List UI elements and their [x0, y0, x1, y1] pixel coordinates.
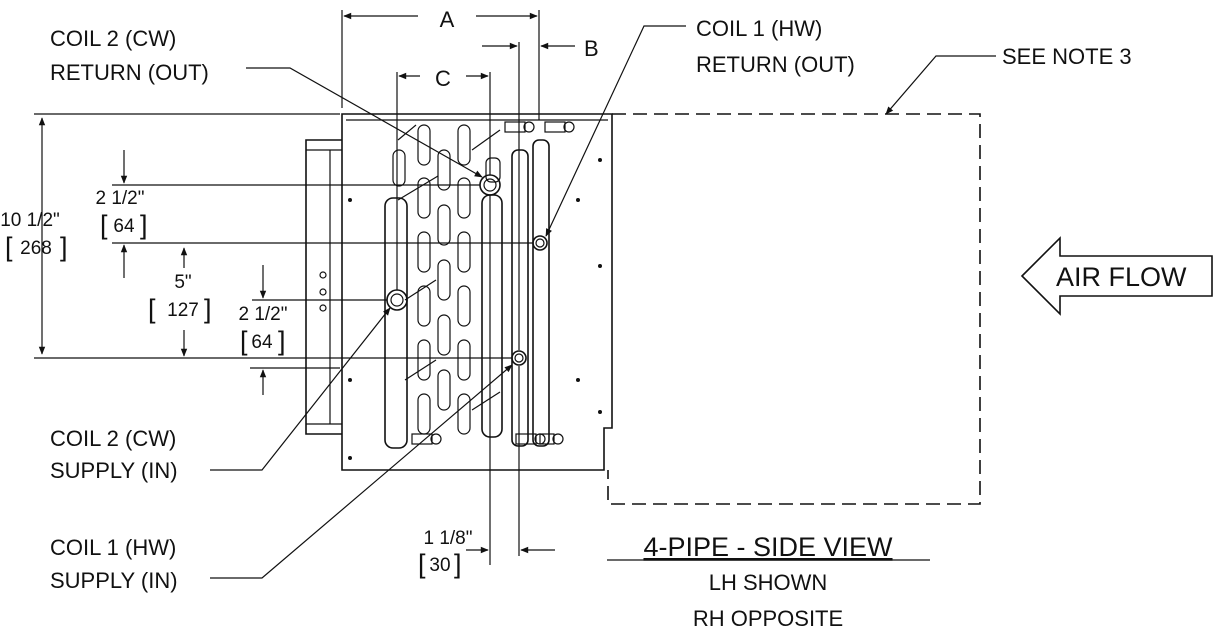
bottom-offset-bracket-right: ]: [278, 326, 286, 356]
spacing-in-label: 5": [174, 272, 191, 293]
dimension-vertical: [34, 113, 533, 395]
airflow-label: AIR FLOW: [1056, 262, 1187, 292]
clearance-outline: [607, 113, 981, 505]
coil1-return-line2: RETURN (OUT): [696, 52, 855, 77]
dimension-b-label: B: [584, 36, 599, 61]
coil-connections: [386, 121, 575, 445]
coil2-supply-line2: SUPPLY (IN): [50, 458, 178, 483]
coil-headers: [384, 139, 550, 449]
pipe-gap-mm-label: 30: [429, 555, 450, 576]
bottom-offset-mm-label: 64: [251, 332, 273, 353]
coil1-return-line1: COIL 1 (HW): [696, 16, 822, 41]
coil2-supply-connection: [386, 289, 408, 311]
bottom-offset-in-label: 2 1/2": [238, 304, 287, 325]
pipe-gap-in-label: 1 1/8": [423, 528, 472, 549]
height-in-label: 10 1/2": [0, 210, 60, 231]
callout-leaders: [210, 25, 996, 579]
coil-return-bends: [392, 124, 501, 435]
coil2-return-connection: [479, 174, 501, 196]
unit-housing: [305, 113, 613, 471]
spacing-bracket-right: ]: [204, 294, 212, 324]
coil1-supply-line2: SUPPLY (IN): [50, 568, 178, 593]
height-mm-bracket-right: ]: [60, 232, 68, 262]
top-offset-bracket-left: [: [100, 210, 108, 240]
height-mm-bracket-left: [: [5, 232, 13, 262]
see-note-label: SEE NOTE 3: [1002, 44, 1132, 69]
airflow-arrow: [1020, 236, 1213, 316]
coil1-supply-connection: [511, 350, 527, 366]
height-mm-label: 268: [20, 238, 52, 259]
pipe-gap-bracket-left: [: [418, 549, 426, 579]
dimension-c-label: C: [435, 66, 451, 91]
dimension-pipe-gap: [466, 195, 555, 565]
coil2-return-line1: COIL 2 (CW): [50, 26, 176, 51]
top-offset-bracket-right: ]: [140, 210, 148, 240]
coil2-return-line2: RETURN (OUT): [50, 60, 209, 85]
view-subtitle-1: LH SHOWN: [709, 570, 828, 595]
view-title: 4-PIPE - SIDE VIEW: [643, 532, 893, 562]
pipe-gap-bracket-right: ]: [454, 549, 462, 579]
coil1-supply-line1: COIL 1 (HW): [50, 535, 176, 560]
top-offset-in-label: 2 1/2": [95, 188, 144, 209]
top-offset-mm-label: 64: [113, 216, 135, 237]
bottom-offset-bracket-left: [: [240, 326, 248, 356]
spacing-bracket-left: [: [148, 294, 156, 324]
coil1-return-connection: [532, 235, 548, 251]
dimension-a-label: A: [440, 7, 455, 32]
view-subtitle-2: RH OPPOSITE: [693, 606, 843, 631]
dimension-abc: [341, 10, 575, 350]
coil2-supply-line1: COIL 2 (CW): [50, 426, 176, 451]
spacing-mm-label: 127: [167, 300, 199, 321]
